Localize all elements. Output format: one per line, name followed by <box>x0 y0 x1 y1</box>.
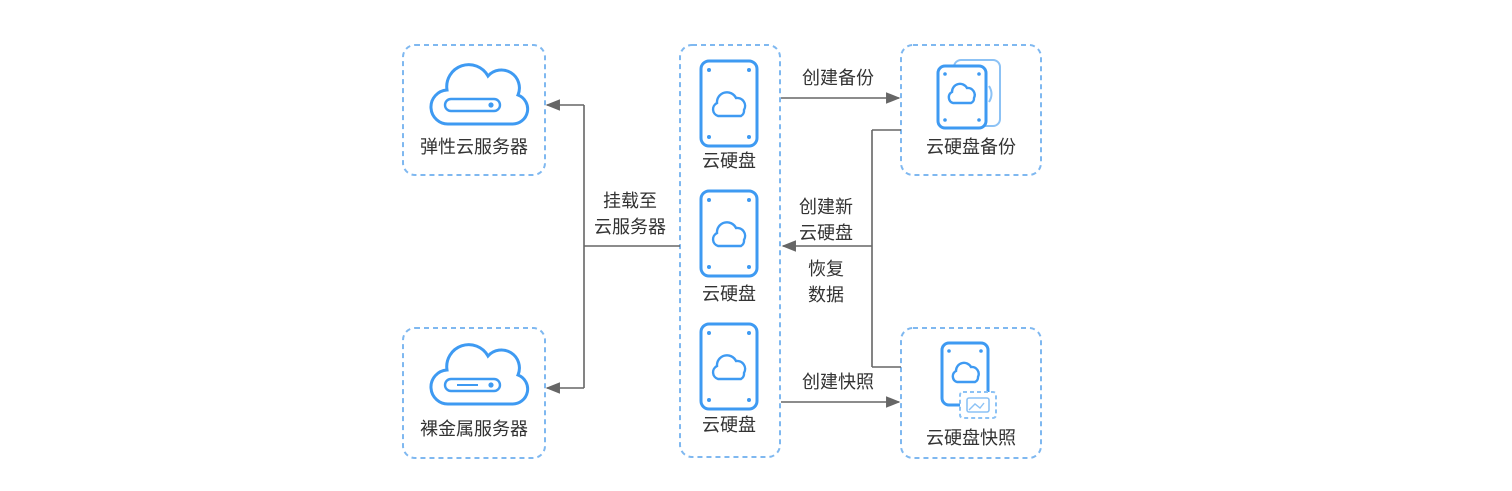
bms-box <box>402 327 546 459</box>
restore-connector <box>781 129 901 368</box>
create-backup-label: 创建备份 <box>802 68 874 89</box>
ecs-label: 弹性云服务器 <box>420 137 528 158</box>
disks-container <box>679 44 781 458</box>
disk-2: 云硬盘 <box>699 189 759 305</box>
cloud-server-icon <box>429 63 530 126</box>
disk-3: 云硬盘 <box>699 322 759 436</box>
backup-node: 云硬盘备份 <box>900 44 1042 176</box>
disk-1: 云硬盘 <box>699 59 759 172</box>
ecs-node: 弹性云服务器 <box>402 44 546 176</box>
restore-label-line-2: 数据 <box>808 285 844 306</box>
cloud-disk-icon <box>699 189 759 278</box>
cloud-disk-icon <box>699 59 759 148</box>
disk-backup-icon <box>936 59 1001 130</box>
snapshot-node: 云硬盘快照 <box>900 327 1042 459</box>
cloud-server-icon <box>429 343 530 406</box>
create-new-label-line-2: 云硬盘 <box>799 223 853 244</box>
backup-label: 云硬盘备份 <box>926 137 1016 158</box>
attach-connector <box>545 99 680 394</box>
disk-snapshot-icon <box>940 341 997 419</box>
disk-1-label: 云硬盘 <box>702 151 756 172</box>
bms-label: 裸金属服务器 <box>420 419 528 440</box>
attach-label-line-1: 挂载至 <box>603 191 657 212</box>
snapshot-label: 云硬盘快照 <box>926 428 1016 449</box>
bms-node: 裸金属服务器 <box>402 327 546 459</box>
attach-label-line-2: 云服务器 <box>594 217 666 238</box>
cloud-disk-icon <box>699 322 759 411</box>
restore-label-line-1: 恢复 <box>808 259 844 280</box>
disk-3-label: 云硬盘 <box>702 415 756 436</box>
disk-2-label: 云硬盘 <box>702 284 756 305</box>
create-new-label-line-1: 创建新 <box>799 197 853 218</box>
create-snapshot-label: 创建快照 <box>802 372 874 393</box>
